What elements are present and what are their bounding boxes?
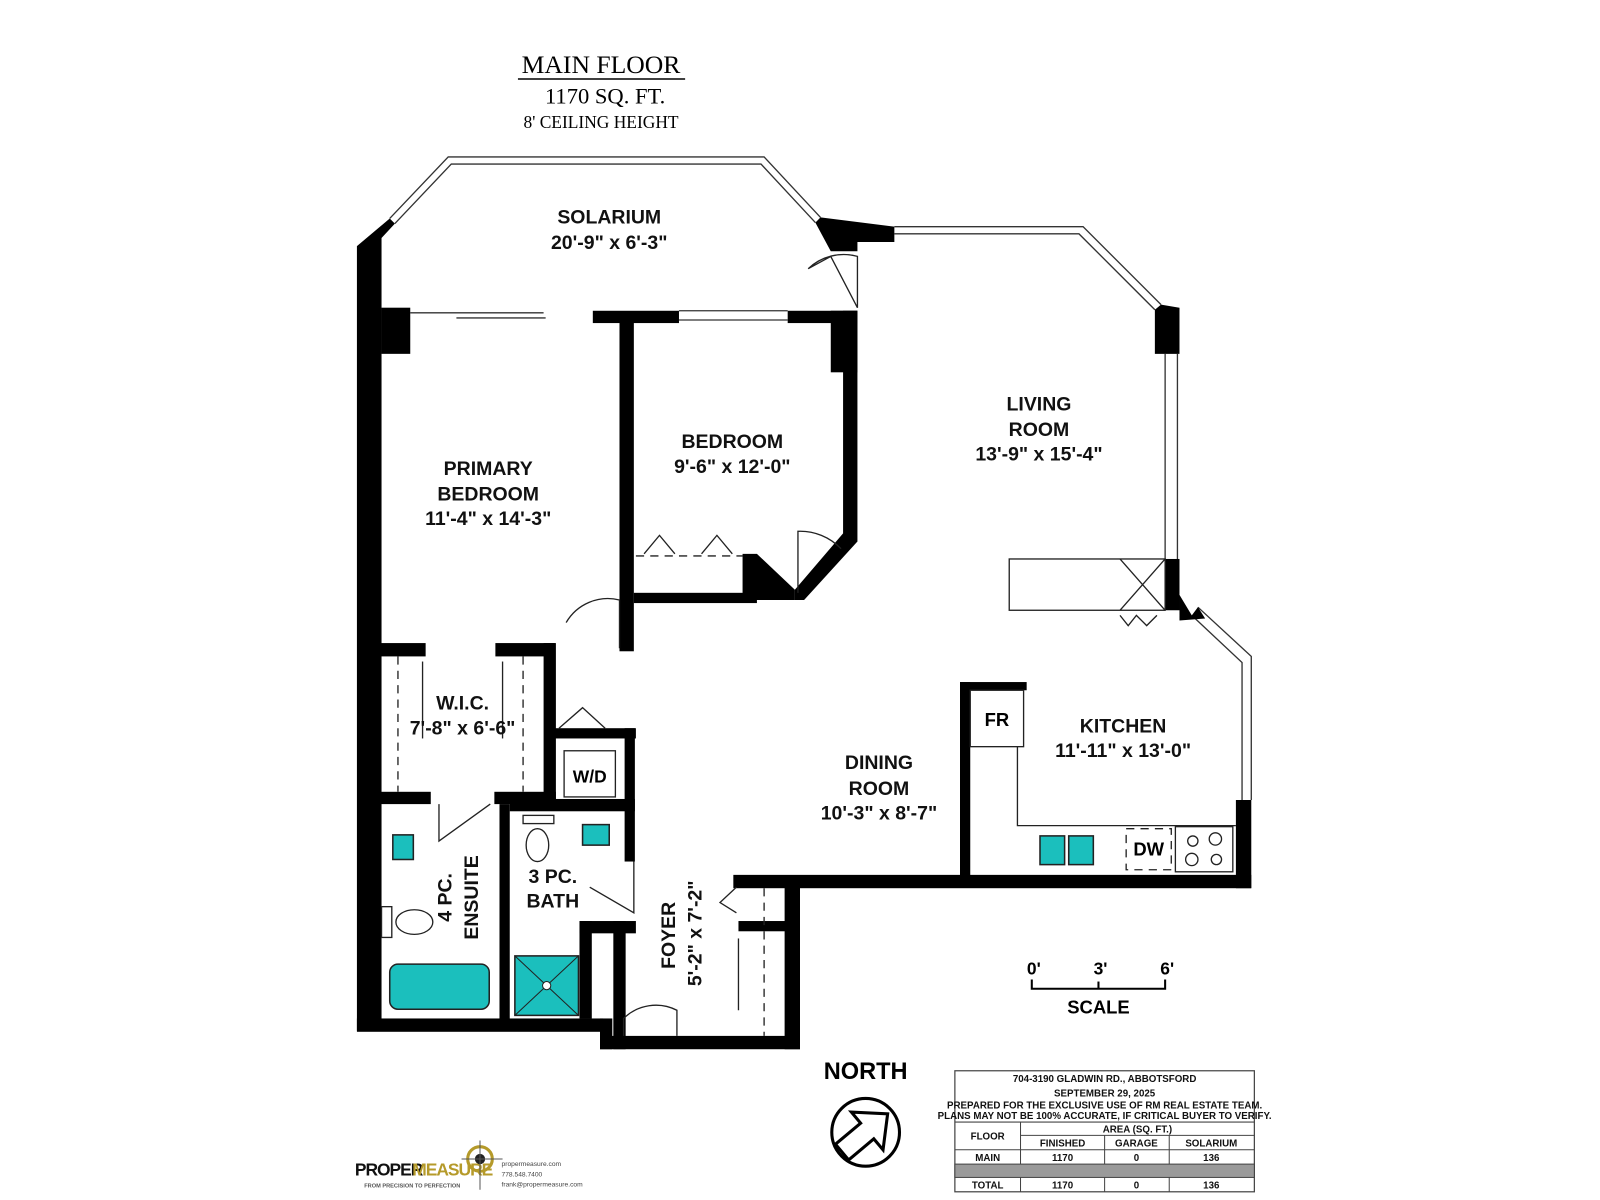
plan-date: SEPTEMBER 29, 2025 <box>1054 1088 1156 1099</box>
row-main-solarium: 136 <box>1203 1153 1220 1164</box>
row-main-floor: MAIN <box>975 1153 1000 1164</box>
col-garage: GARAGE <box>1115 1139 1158 1150</box>
ensuite-label-1: 4 PC. <box>434 873 456 922</box>
logo-web: propermeasure.com <box>502 1161 562 1168</box>
bedroom-label: BEDROOM <box>681 431 783 453</box>
kitchen-size: 11'-11" x 13'-0" <box>1055 740 1191 762</box>
north-label: NORTH <box>824 1058 908 1084</box>
walls <box>356 217 1252 1050</box>
accuracy-note: PLANS MAY NOT BE 100% ACCURATE, IF CRITI… <box>938 1111 1272 1122</box>
kitchen-label: KITCHEN <box>1080 715 1167 737</box>
row-main-garage: 0 <box>1134 1153 1140 1164</box>
floor-area: 1170 SQ. FT. <box>545 84 665 109</box>
washer-dryer-label: W/D <box>573 767 607 787</box>
row-total-solarium: 136 <box>1203 1181 1220 1192</box>
col-finished: FINISHED <box>1040 1139 1085 1150</box>
fridge-label: FR <box>985 709 1010 730</box>
logo-phone: 778.548.7400 <box>502 1171 543 1178</box>
proper-measure-logo: PROPER MEASURE FROM PRECISION TO PERFECT… <box>355 1140 584 1190</box>
dining-label-1: DINING <box>845 752 913 774</box>
ensuite-label-2: ENSUITE <box>461 855 483 939</box>
north-compass: NORTH <box>824 1058 908 1168</box>
target-icon <box>461 1140 503 1190</box>
wic-label: W.I.C. <box>436 693 489 715</box>
floor-title: MAIN FLOOR <box>522 50 682 79</box>
scale-bar: 0' 3' 6' SCALE <box>1027 958 1174 1017</box>
row-main-finished: 1170 <box>1052 1153 1074 1164</box>
ceiling-height: 8' CEILING HEIGHT <box>523 112 678 132</box>
room-labels: SOLARIUM 20'-9" x 6'-3" LIVING ROOM 13'-… <box>410 207 1191 987</box>
row-total-garage: 0 <box>1134 1181 1140 1192</box>
doors-and-fixtures: W/D FR DW <box>380 253 1236 1036</box>
logo-tagline: FROM PRECISION TO PERFECTION <box>364 1184 460 1190</box>
wic-size: 7'-8" x 6'-6" <box>410 717 516 739</box>
col-floor: FLOOR <box>971 1131 1005 1142</box>
logo-email: frank@propermeasure.com <box>502 1182 584 1189</box>
logo-brand-a: PROPER <box>355 1159 424 1179</box>
scale-tick-6: 6' <box>1160 958 1174 978</box>
bath-label-1: 3 PC. <box>528 866 577 888</box>
title-block: MAIN FLOOR 1170 SQ. FT. 8' CEILING HEIGH… <box>517 50 686 132</box>
col-area: AREA (SQ. FT.) <box>1103 1124 1172 1135</box>
living-label-1: LIVING <box>1007 393 1072 415</box>
solarium-label: SOLARIUM <box>557 207 661 229</box>
scale-tick-3: 3' <box>1094 958 1108 978</box>
windows <box>389 156 1252 800</box>
primary-size: 11'-4" x 14'-3" <box>425 508 551 530</box>
solarium-size: 20'-9" x 6'-3" <box>551 232 667 254</box>
scale-tick-0: 0' <box>1027 958 1041 978</box>
logo-brand-b: MEASURE <box>412 1159 492 1179</box>
row-total-floor: TOTAL <box>972 1181 1004 1192</box>
bedroom-size: 9'-6" x 12'-0" <box>674 456 790 478</box>
bath-label-2: BATH <box>527 891 580 913</box>
prepared-note: PREPARED FOR THE EXCLUSIVE USE OF RM REA… <box>947 1101 1262 1112</box>
info-table: 704-3190 GLADWIN RD., ABBOTSFORD SEPTEMB… <box>938 1070 1272 1193</box>
foyer-size: 5'-2" x 7'-2" <box>685 881 707 987</box>
foyer-label: FOYER <box>658 902 680 969</box>
primary-label-2: BEDROOM <box>437 484 539 506</box>
living-label-2: ROOM <box>1009 419 1070 441</box>
primary-label-1: PRIMARY <box>444 458 533 480</box>
dining-label-2: ROOM <box>849 778 910 800</box>
living-size: 13'-9" x 15'-4" <box>975 444 1102 466</box>
col-solarium: SOLARIUM <box>1185 1139 1237 1150</box>
row-total-finished: 1170 <box>1052 1181 1074 1192</box>
north-arrow-icon <box>833 1110 890 1163</box>
address: 704-3190 GLADWIN RD., ABBOTSFORD <box>1013 1074 1197 1085</box>
scale-label: SCALE <box>1067 996 1130 1017</box>
dishwasher-label: DW <box>1133 838 1164 859</box>
dining-size: 10'-3" x 8'-7" <box>821 802 937 824</box>
